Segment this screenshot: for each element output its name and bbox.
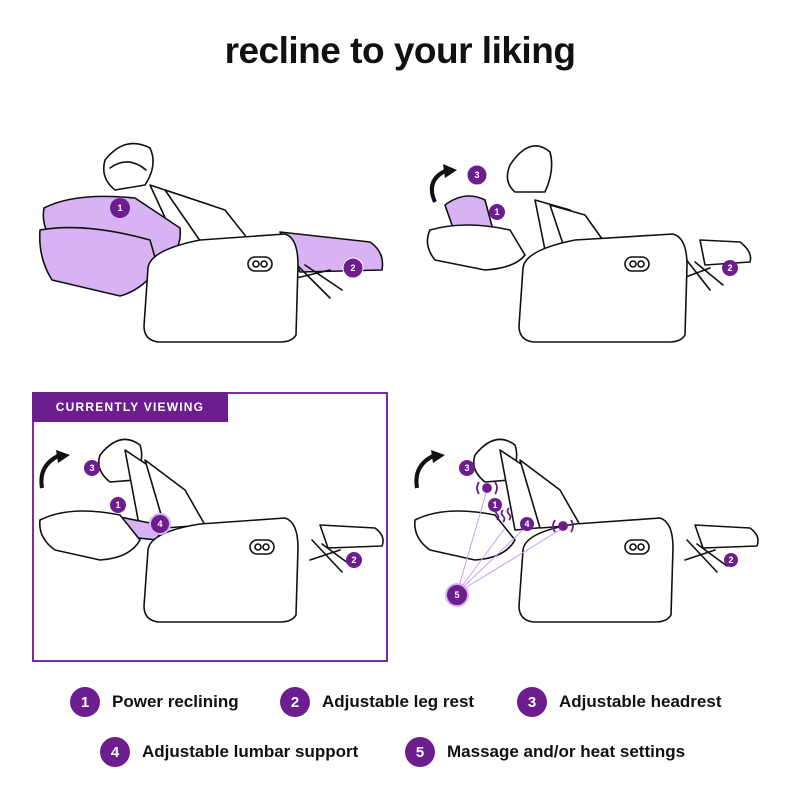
recline-arrow-icon xyxy=(414,453,436,489)
legend-item-headrest: 3 Adjustable headrest xyxy=(517,685,722,719)
vibration-icon xyxy=(476,481,498,495)
recliner-panel-3: 3 1 4 2 xyxy=(30,410,390,650)
svg-text:2: 2 xyxy=(728,555,733,565)
badge-headrest: 3 xyxy=(466,164,488,186)
legend-number: 3 xyxy=(517,687,547,717)
legend-item-lumbar-support: 4 Adjustable lumbar support xyxy=(100,735,358,769)
legend-number: 2 xyxy=(280,687,310,717)
badge-lumbar-support: 4 xyxy=(149,513,171,535)
svg-text:3: 3 xyxy=(89,463,94,473)
svg-text:2: 2 xyxy=(351,555,356,565)
recliner-panel-4: 3 1 4 2 5 xyxy=(405,410,765,650)
svg-text:5: 5 xyxy=(454,590,459,600)
legend-number: 5 xyxy=(405,737,435,767)
badge-leg-rest: 2 xyxy=(346,552,362,568)
recliner-illustration-3: 3 1 4 2 xyxy=(38,438,384,623)
recliner-panel-1: 1 2 xyxy=(30,130,390,370)
legend-label: Massage and/or heat settings xyxy=(447,742,686,761)
legend-number: 4 xyxy=(100,737,130,767)
legend-item-leg-rest: 2 Adjustable leg rest xyxy=(280,685,474,719)
svg-text:3: 3 xyxy=(464,463,469,473)
badge-leg-rest: 2 xyxy=(342,257,364,279)
recline-arrow-icon-head xyxy=(443,164,457,178)
badge-headrest: 3 xyxy=(459,460,475,476)
svg-text:2: 2 xyxy=(727,263,732,273)
badge-massage-heat: 5 xyxy=(445,583,469,607)
recliner-illustration-2: 3 1 2 xyxy=(426,145,752,343)
legend-item-massage-heat: 5 Massage and/or heat settings xyxy=(405,735,685,769)
legend-label: Adjustable lumbar support xyxy=(142,742,359,761)
recline-arrow-icon-head xyxy=(56,450,70,463)
legend-label: Power reclining xyxy=(112,692,239,711)
recline-arrow-icon-head xyxy=(431,450,445,463)
svg-text:4: 4 xyxy=(524,519,529,529)
svg-text:1: 1 xyxy=(115,500,120,510)
legend-number: 1 xyxy=(70,687,100,717)
badge-leg-rest: 2 xyxy=(724,553,738,567)
legend-label: Adjustable headrest xyxy=(559,692,722,711)
svg-text:4: 4 xyxy=(157,519,162,529)
svg-text:1: 1 xyxy=(492,500,497,510)
svg-text:1: 1 xyxy=(494,207,499,217)
badge-leg-rest: 2 xyxy=(722,260,738,276)
svg-text:3: 3 xyxy=(474,170,479,180)
vibration-icon xyxy=(552,519,574,533)
recline-arrow-icon xyxy=(430,168,448,203)
badge-headrest: 3 xyxy=(84,460,100,476)
recline-arrow-icon xyxy=(39,453,61,489)
currently-viewing-label: CURRENTLY VIEWING xyxy=(32,392,228,422)
badge-power-reclining: 1 xyxy=(110,497,126,513)
badge-lumbar-support: 4 xyxy=(520,517,534,531)
recliner-panel-2: 3 1 2 xyxy=(405,130,765,370)
page-title: recline to your liking xyxy=(224,30,576,71)
legend-item-power-reclining: 1 Power reclining xyxy=(70,685,239,719)
badge-power-reclining: 1 xyxy=(488,498,502,512)
badge-power-reclining: 1 xyxy=(489,204,505,220)
legend-label: Adjustable leg rest xyxy=(322,692,475,711)
recliner-illustration-4: 3 1 4 2 5 xyxy=(413,438,759,623)
recliner-illustration-1: 1 2 xyxy=(38,142,384,343)
svg-text:2: 2 xyxy=(350,263,355,273)
badge-power-reclining: 1 xyxy=(110,198,130,218)
svg-text:1: 1 xyxy=(117,203,122,213)
